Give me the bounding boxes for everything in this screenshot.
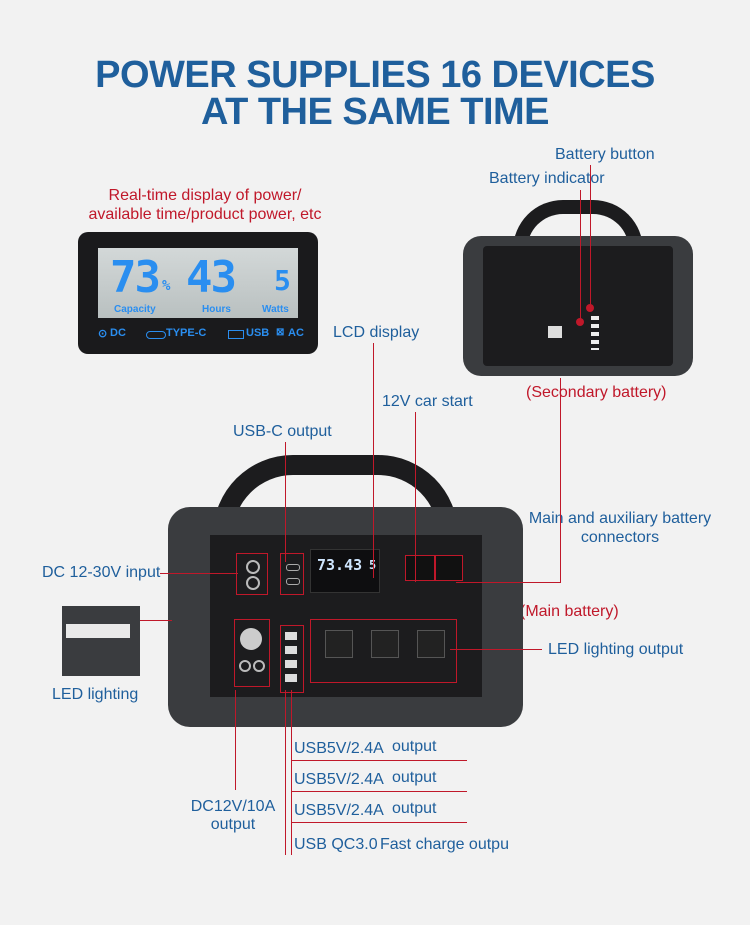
battery-indicator-line <box>580 190 581 320</box>
lcd-percent-value: 73 <box>110 252 161 303</box>
lcd-hours-value: 43 <box>186 252 237 303</box>
dc-input-port-1 <box>246 560 260 574</box>
usbc-port-1 <box>286 564 300 571</box>
usb-port-4 <box>285 674 297 682</box>
main-body: 73.43 5 <box>168 507 523 727</box>
main-lcd-value: 73.43 <box>317 556 363 574</box>
main-battery-label: (Main battery) <box>520 603 619 620</box>
dc-input-ports <box>236 553 268 595</box>
lcd-caption-line-2: available time/product power, etc <box>88 206 322 223</box>
dc-output-port-1 <box>239 660 251 672</box>
lcd-caption-line-1: Real-time display of power/ <box>108 187 302 204</box>
lcd-ac-label: AC <box>288 327 304 339</box>
led-lighting-closeup <box>62 606 140 676</box>
lcd-typec-label: TYPE-C <box>166 327 207 339</box>
main-panel: 73.43 5 <box>210 535 482 697</box>
car-start-line <box>415 412 416 582</box>
dc-output-line <box>235 690 236 790</box>
battery-button-label: Battery button <box>555 146 655 163</box>
battery-indicator-label: Battery indicator <box>489 170 605 187</box>
usb-output-line-a <box>285 690 286 855</box>
dc-output-label-line-1: DC12V/10A <box>190 798 276 815</box>
secondary-panel <box>483 246 673 366</box>
lcd-line <box>373 343 374 578</box>
lcd-percent-sign: % <box>162 278 171 294</box>
usb-port-2 <box>285 646 297 654</box>
usbc-ports <box>280 553 304 595</box>
battery-indicator-dot <box>576 318 584 326</box>
usb-output-desc-1: output <box>392 738 437 755</box>
usbc-line <box>285 442 286 562</box>
usb-port-3 <box>285 660 297 668</box>
lcd-panel-closeup: 73 % 43 5 Capacity Hours Watts ⊙ DC TYPE… <box>78 232 318 354</box>
usb-icon <box>228 330 244 339</box>
ac-icon: ⊠ <box>276 327 285 338</box>
cigarette-socket <box>240 628 262 650</box>
battery-indicator-leds <box>591 316 599 350</box>
main-battery-device: 73.43 5 <box>168 455 523 730</box>
lcd-hours-label: Hours <box>202 304 231 315</box>
usb-output-name-4: USB QC3.0 <box>294 836 378 853</box>
dc-input-label: DC 12-30V input <box>42 564 161 581</box>
connectors-label-line-1: Main and auxiliary battery <box>528 510 712 527</box>
secondary-battery-label: (Secondary battery) <box>526 384 667 401</box>
main-lcd-watts: 5 <box>369 558 376 572</box>
battery-button-dot <box>586 304 594 312</box>
secondary-connector <box>548 326 562 338</box>
usb-output-name-3: USB5V/2.4A <box>294 802 384 819</box>
led-lighting-label: LED lighting <box>52 686 139 703</box>
lcd-usb-label: USB <box>246 327 270 339</box>
usb-output-name-1: USB5V/2.4A <box>294 740 384 757</box>
connectors-label-line-2: connectors <box>580 529 660 546</box>
usb-output-line-b <box>291 690 292 855</box>
battery-button-line <box>590 165 591 305</box>
usb-output-item-3: USB5V/2.4A output <box>292 800 467 823</box>
connector-line-h <box>456 582 561 583</box>
dc-output-ports <box>234 619 270 687</box>
headline-line-2: AT THE SAME TIME <box>200 91 550 133</box>
car-start-label: 12V car start <box>382 393 473 410</box>
lcd-screen: 73 % 43 5 Capacity Hours Watts <box>98 248 298 318</box>
lcd-display-label: LCD display <box>333 324 420 341</box>
headline-line-1: POWER SUPPLIES 16 DEVICES <box>95 54 655 96</box>
typec-icon <box>146 331 166 339</box>
ac-outlet-3 <box>417 630 445 658</box>
usb-output-item-1: USB5V/2.4A output <box>292 738 467 761</box>
dc-input-line <box>160 573 238 574</box>
led-lighting-line <box>140 620 172 621</box>
usbc-output-label: USB-C output <box>233 423 332 440</box>
main-lcd-screen: 73.43 5 <box>310 549 380 593</box>
ac-outlets <box>310 619 457 683</box>
usb-output-item-2: USB5V/2.4A output <box>292 769 467 792</box>
usbc-port-2 <box>286 578 300 585</box>
usb-output-desc-4: Fast charge outpu <box>380 836 509 853</box>
ac-outlet-1 <box>325 630 353 658</box>
dc-input-port-2 <box>246 576 260 590</box>
led-strip <box>66 624 130 638</box>
dc-output-port-2 <box>253 660 265 672</box>
usb-port-1 <box>285 632 297 640</box>
lcd-capacity-label: Capacity <box>114 304 156 315</box>
connector-line-v <box>560 378 561 583</box>
dc-output-label-line-2: output <box>210 816 256 833</box>
usb-output-desc-3: output <box>392 800 437 817</box>
lcd-output-row: ⊙ DC TYPE-C USB ⊠ AC <box>98 326 304 342</box>
lcd-watts-label: Watts <box>262 304 289 315</box>
battery-connector-port <box>435 555 463 581</box>
secondary-body <box>463 236 693 376</box>
usb-output-desc-2: output <box>392 769 437 786</box>
led-lighting-output-label: LED lighting output <box>548 641 684 658</box>
usb-ports-column <box>280 625 304 693</box>
usb-output-name-2: USB5V/2.4A <box>294 771 384 788</box>
ac-outlet-2 <box>371 630 399 658</box>
dc-icon: ⊙ <box>98 328 108 340</box>
led-output-line <box>450 649 542 650</box>
usb-output-item-4: USB QC3.0 Fast charge outpu <box>292 834 512 856</box>
lcd-watts-value: 5 <box>274 264 291 297</box>
secondary-battery-device <box>463 200 693 378</box>
car-start-port <box>405 555 435 581</box>
lcd-dc-label: DC <box>110 327 126 339</box>
